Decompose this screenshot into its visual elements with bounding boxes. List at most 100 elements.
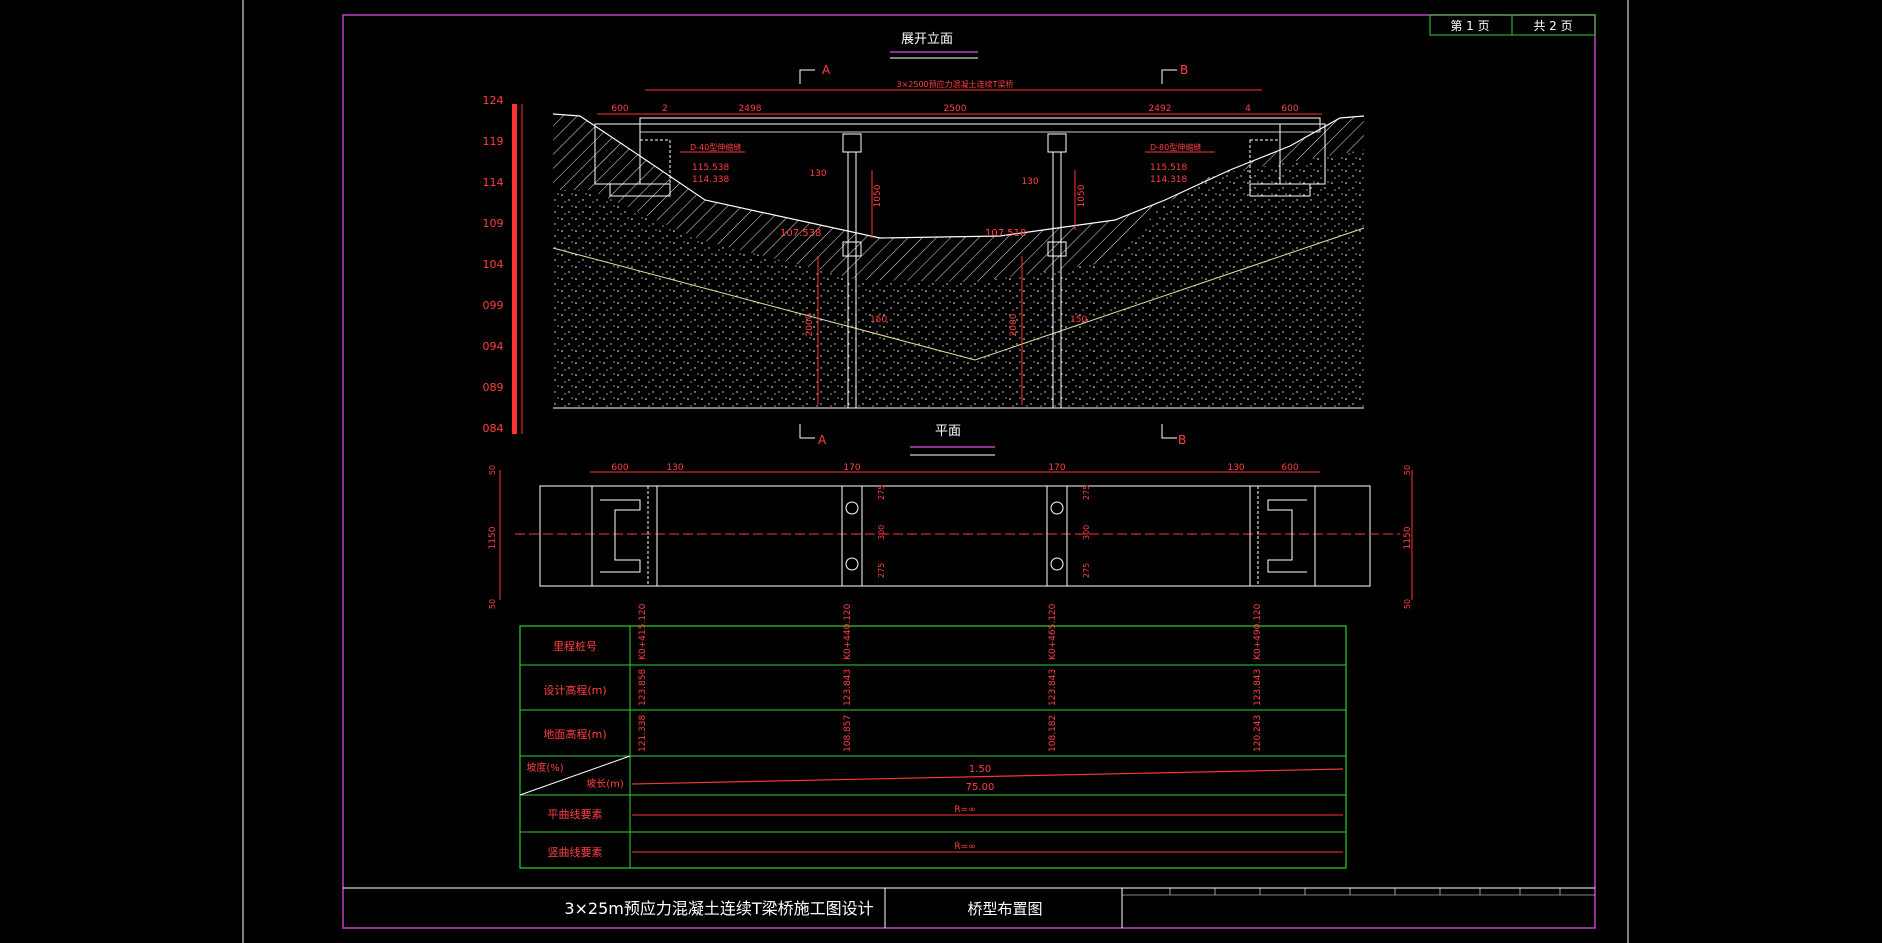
horiz-curve-value: R=∞	[954, 805, 975, 815]
pier1-dim-130: 130	[809, 169, 826, 179]
abutment-right	[1249, 123, 1326, 197]
scale-tick-114: 114	[483, 176, 504, 189]
drawing-title: 桥型布置图	[967, 900, 1042, 918]
scale-tick-099: 099	[483, 299, 504, 312]
plan-dim-130-left: 130	[666, 463, 683, 473]
plan-dim-pier1: 170	[843, 463, 860, 473]
row-label-length: 坡长(m)	[586, 777, 624, 790]
elev-mid-right: 107.518	[985, 228, 1026, 239]
elevation-title: 展开立面	[901, 32, 953, 47]
elev-left-1: 115.538	[692, 163, 729, 173]
dim-span-2: 2500	[944, 104, 967, 114]
pier2-dim-1050: 1050	[1077, 184, 1087, 207]
section-a-top: A	[822, 63, 831, 77]
plan-abutment-left	[591, 485, 658, 587]
pile1-dim: 2000	[805, 313, 815, 336]
elev-left-2: 114.338	[692, 175, 729, 185]
ground-elev-1: 121.338	[638, 715, 648, 752]
section-b-bottom: B	[1178, 433, 1186, 447]
station-2: K0+440.120	[843, 603, 853, 660]
project-title: 3×25m预应力混凝土连续T梁桥施工图设计	[564, 899, 873, 918]
page-total: 共 2 页	[1533, 19, 1572, 33]
dim-600-right: 600	[1281, 104, 1298, 114]
plan-pier-2	[1046, 485, 1068, 587]
grade-line	[631, 768, 1344, 785]
rock-layer	[553, 150, 1364, 408]
pile2-dim: 2000	[1009, 313, 1019, 336]
pier1-dim-150: 150	[870, 315, 887, 325]
bedrock-line	[552, 227, 1365, 361]
scale-tick-124: 124	[483, 94, 504, 107]
dim-span-3: 2492	[1149, 104, 1172, 114]
station-1: K0+415.120	[638, 603, 648, 660]
plan-pier1-dim-c: 275	[877, 563, 886, 578]
scale-tick-089: 089	[483, 381, 504, 394]
plan-edge-left-bottom: 50	[488, 599, 497, 609]
ground-elev-4: 120.243	[1253, 715, 1263, 752]
pier-2	[1047, 133, 1067, 408]
row-label-horiz-curve: 平曲线要素	[548, 807, 603, 821]
design-elev-3: 123.843	[1048, 669, 1058, 706]
row-label-grade: 坡度(%)	[526, 761, 563, 774]
row-label-ground-elev: 地面高程(m)	[543, 727, 606, 741]
dim-2-left: 2	[662, 104, 668, 114]
profile-data-table: 里程桩号 设计高程(m) 地面高程(m) 坡度(%) 坡长(m) 平曲线要素 竖…	[519, 603, 1347, 869]
scale-tick-104: 104	[483, 258, 504, 271]
vert-curve-value: R=∞	[954, 842, 975, 852]
page-number: 第 1 页	[1450, 19, 1489, 33]
ground-elev-3: 108.182	[1048, 715, 1058, 752]
scale-tick-094: 094	[483, 340, 504, 353]
pier2-dim-130: 130	[1021, 177, 1038, 187]
pier1-dim-1050: 1050	[873, 184, 883, 207]
plan-title: 平面	[935, 424, 961, 439]
plan-edge-right-bottom: 50	[1403, 599, 1412, 609]
design-elev-4: 123.843	[1253, 669, 1263, 706]
abutment-left	[594, 123, 671, 197]
plan-deck-outline	[539, 485, 1371, 587]
ground-elev-2: 108.857	[843, 715, 853, 752]
design-elev-2: 123.843	[843, 669, 853, 706]
plan-pier-1	[841, 485, 863, 587]
pier2-dim-150: 150	[1070, 315, 1087, 325]
scale-tick-119: 119	[483, 135, 504, 148]
elev-right-1: 115.518	[1150, 163, 1187, 173]
joint-left-label: D-40型伸缩缝	[690, 142, 741, 152]
station-4: K0+490.120	[1253, 603, 1263, 660]
soil-layer-hatch	[553, 114, 1364, 282]
plan-edge-right-top: 50	[1403, 465, 1412, 475]
drawing-frame	[342, 14, 1596, 929]
plan-dim-130-right: 130	[1227, 463, 1244, 473]
pier-1	[842, 133, 862, 408]
plan-edge-left-top: 50	[488, 465, 497, 475]
title-block: 3×25m预应力混凝土连续T梁桥施工图设计 桥型布置图	[343, 887, 1595, 928]
span-label: 3×2500预应力混凝土连续T梁桥	[896, 79, 1013, 89]
page-indicator: 第 1 页 共 2 页	[1429, 14, 1596, 36]
plan-pier2-dim-a: 275	[1082, 485, 1091, 500]
joint-right-label: D-80型伸缩缝	[1150, 142, 1201, 152]
elevation-scale-bar	[512, 104, 517, 434]
row-label-design-elev: 设计高程(m)	[543, 683, 606, 697]
plan-pier1-dim-b: 300	[877, 525, 886, 540]
ground-line	[552, 113, 1365, 239]
station-3: K0+465.120	[1048, 603, 1058, 660]
plan-width-right: 1150	[1403, 526, 1413, 549]
bridge-deck	[639, 117, 1321, 125]
scale-tick-109: 109	[483, 217, 504, 230]
row-label-vert-curve: 竖曲线要素	[548, 845, 603, 859]
plan-view: 平面 600 130 170 170 130 600	[488, 424, 1413, 609]
section-b-top: B	[1180, 63, 1188, 77]
dim-600-left: 600	[611, 104, 628, 114]
length-value: 75.00	[966, 782, 995, 793]
scale-tick-084: 084	[483, 422, 504, 435]
section-a-bottom: A	[818, 433, 827, 447]
elev-mid-left: 107.538	[780, 228, 821, 239]
plan-abutment-right	[1249, 485, 1316, 587]
row-label-station: 里程桩号	[553, 639, 597, 653]
plan-dim-600-left: 600	[611, 463, 628, 473]
plan-pier1-dim-a: 275	[877, 485, 886, 500]
plan-dim-pier2: 170	[1048, 463, 1065, 473]
dim-4-right: 4	[1245, 104, 1251, 114]
dim-span-1: 2498	[739, 104, 762, 114]
